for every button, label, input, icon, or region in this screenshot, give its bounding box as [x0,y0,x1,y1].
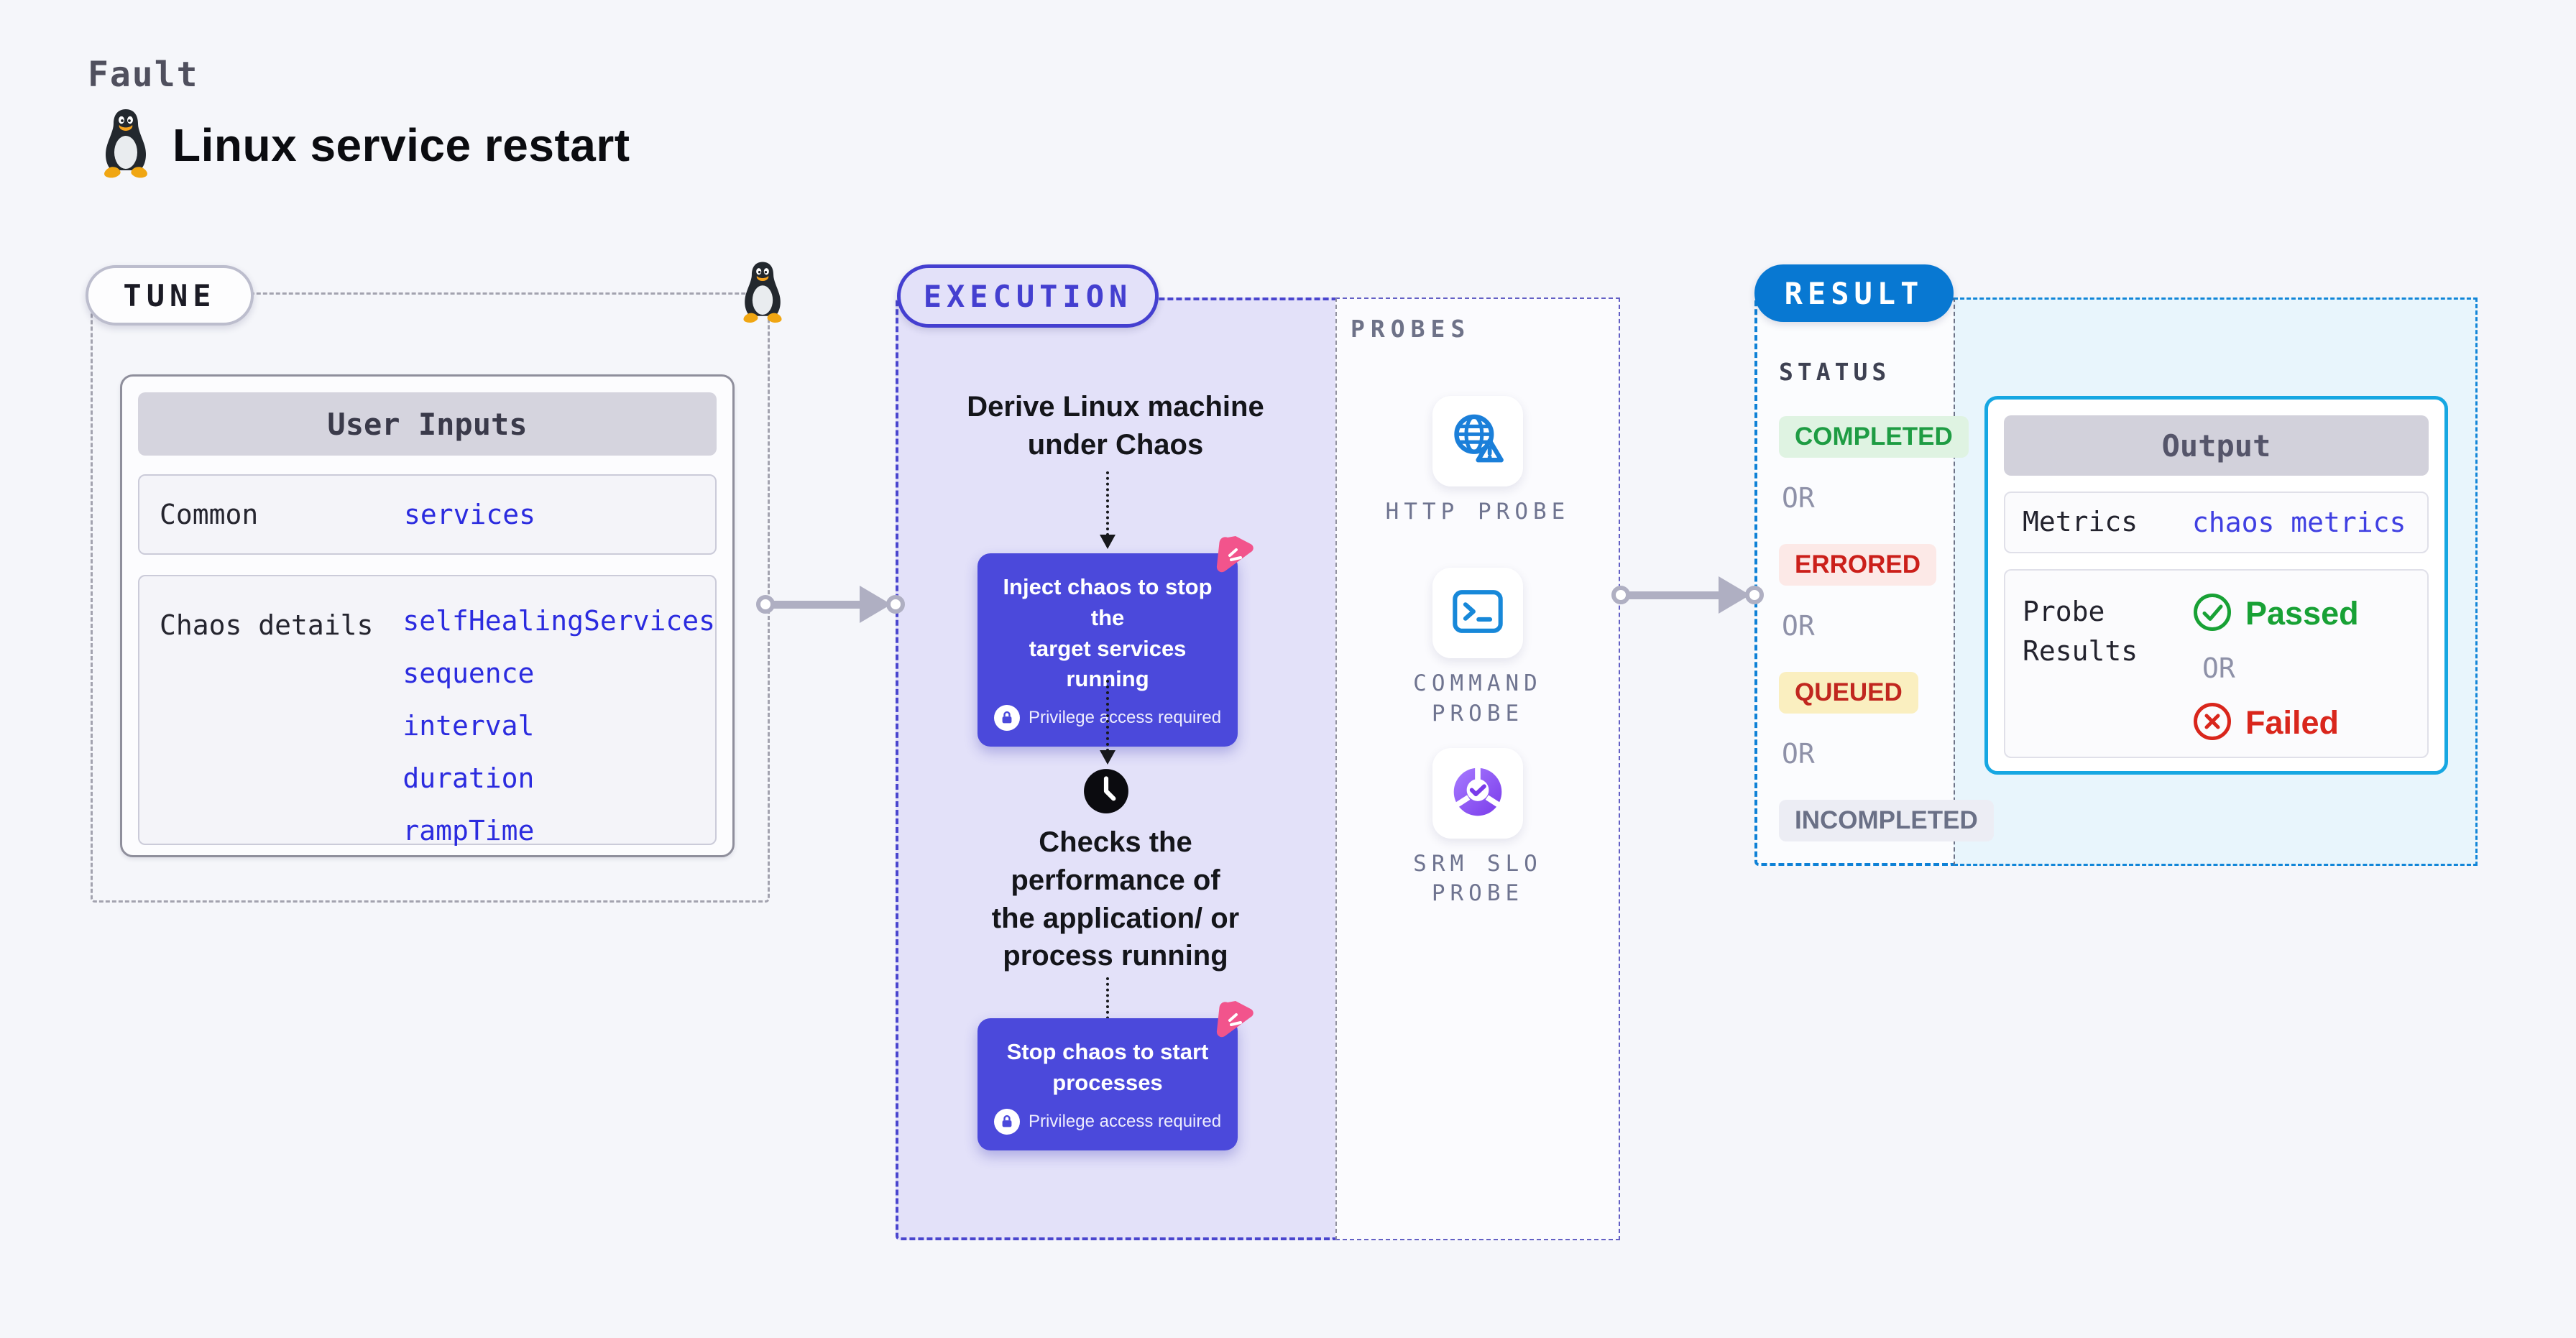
arrow-shaft [1627,591,1722,599]
or-separator: OR [1782,610,1815,642]
privilege-note: Privilege access required [990,705,1225,732]
row-value: services [404,499,536,530]
probe-results-label: Probe Results [2023,596,2138,668]
status-badge-errored: ERRORED [1779,544,1937,586]
dotted-line [1106,977,1109,1036]
probes-title: PROBES [1351,315,1471,343]
page-title: Linux service restart [172,119,630,171]
check-step-text: Checks the performance of the applicatio… [991,826,1240,972]
row-values: selfHealingServices sequence interval du… [402,576,715,846]
tux-penguin-icon [101,108,151,183]
status-badge-completed: COMPLETED [1779,416,1969,458]
user-inputs-table: User Inputs Common services Chaos detail… [120,374,735,857]
check-circle-icon [2192,592,2232,635]
row-label: Chaos details [160,609,374,641]
metrics-row: Metrics chaos metrics [2004,492,2429,553]
passed-label: Passed [2245,595,2359,632]
failed-result: Failed [2192,701,2339,744]
row-value: selfHealingServices [402,605,715,637]
connector-dot [756,595,775,614]
flow-arrow-down [1100,471,1116,549]
row-value: interval [402,710,535,742]
privilege-note: Privilege access required [990,1108,1225,1135]
tux-penguin-icon [740,260,785,328]
table-row-chaos-details: Chaos details selfHealingServices sequen… [138,575,717,846]
row-value: rampTime [402,815,535,846]
privilege-note-text: Privilege access required [1028,708,1222,728]
clock-icon [1082,767,1130,815]
status-list: STATUS COMPLETED OR ERRORED OR QUEUED OR… [1779,297,1994,841]
terminal-icon [1450,583,1506,642]
arrow-head [1100,535,1116,549]
probe-label: COMMAND PROBE [1413,670,1542,726]
probe-results-values: Passed OR Failed [2192,592,2359,744]
metrics-value: chaos metrics [2192,507,2406,538]
globe-alert-icon [1448,410,1507,472]
lock-icon [993,705,1020,732]
or-separator: OR [1782,482,1815,514]
dotted-line [1106,471,1109,536]
arrow-head [1719,576,1750,614]
output-header: Output [2004,415,2429,476]
chaos-icon [1214,533,1254,573]
fault-kicker: Fault [88,55,199,95]
arrow-execution-to-result [1611,576,1764,614]
connector-dot [886,595,905,614]
x-circle-icon [2192,701,2232,744]
arrow-head [1100,750,1116,765]
status-badge-queued: QUEUED [1779,672,1918,714]
status-title: STATUS [1779,358,1891,386]
lock-icon [993,1108,1020,1135]
step-title: Inject chaos to stop the target services… [1003,574,1213,692]
connector-dot [1745,586,1764,604]
chaos-icon [1214,998,1254,1038]
stop-chaos-step: Stop chaos to start processes Privilege … [978,1018,1238,1150]
probe-results-row: Probe Results Passed OR [2004,569,2429,758]
row-label: Common [160,499,259,530]
or-separator: OR [1782,738,1815,770]
dotted-line [1106,680,1109,752]
connector-dot [1611,586,1630,604]
title-row: Linux service restart [101,108,630,183]
status-badge-incompleted: INCOMPLETED [1779,800,1994,841]
row-value: sequence [402,658,535,689]
privilege-note-text: Privilege access required [1028,1111,1222,1131]
probe-label: SRM SLO PROBE [1413,850,1542,907]
passed-result: Passed [2192,592,2359,635]
or-separator: OR [2202,652,2235,684]
user-inputs-header: User Inputs [138,392,717,456]
output-table: Output Metrics chaos metrics Probe Resul… [1984,396,2448,775]
command-probe-card [1432,567,1523,658]
derive-step-text: Derive Linux machine under Chaos [967,391,1264,461]
failed-label: Failed [2245,704,2340,741]
metrics-label: Metrics [2023,506,2138,538]
probe-label: HTTP PROBE [1385,499,1570,525]
slo-donut-icon [1448,762,1507,824]
tune-badge: TUNE [86,265,254,326]
table-row-common: Common services [138,474,717,555]
probes-list: HTTP PROBE COMMAND PROBE [1335,297,1620,909]
flow-arrow-down [1100,680,1116,765]
arrow-head [860,586,891,623]
step-title: Stop chaos to start processes [1006,1039,1209,1095]
arrow-shaft [771,600,863,609]
result-badge: RESULT [1754,264,1954,322]
execution-badge: EXECUTION [897,264,1159,328]
http-probe-card [1432,396,1523,486]
arrow-tune-to-execution [756,586,905,623]
row-value: duration [402,762,535,794]
srm-slo-probe-card [1432,747,1523,839]
